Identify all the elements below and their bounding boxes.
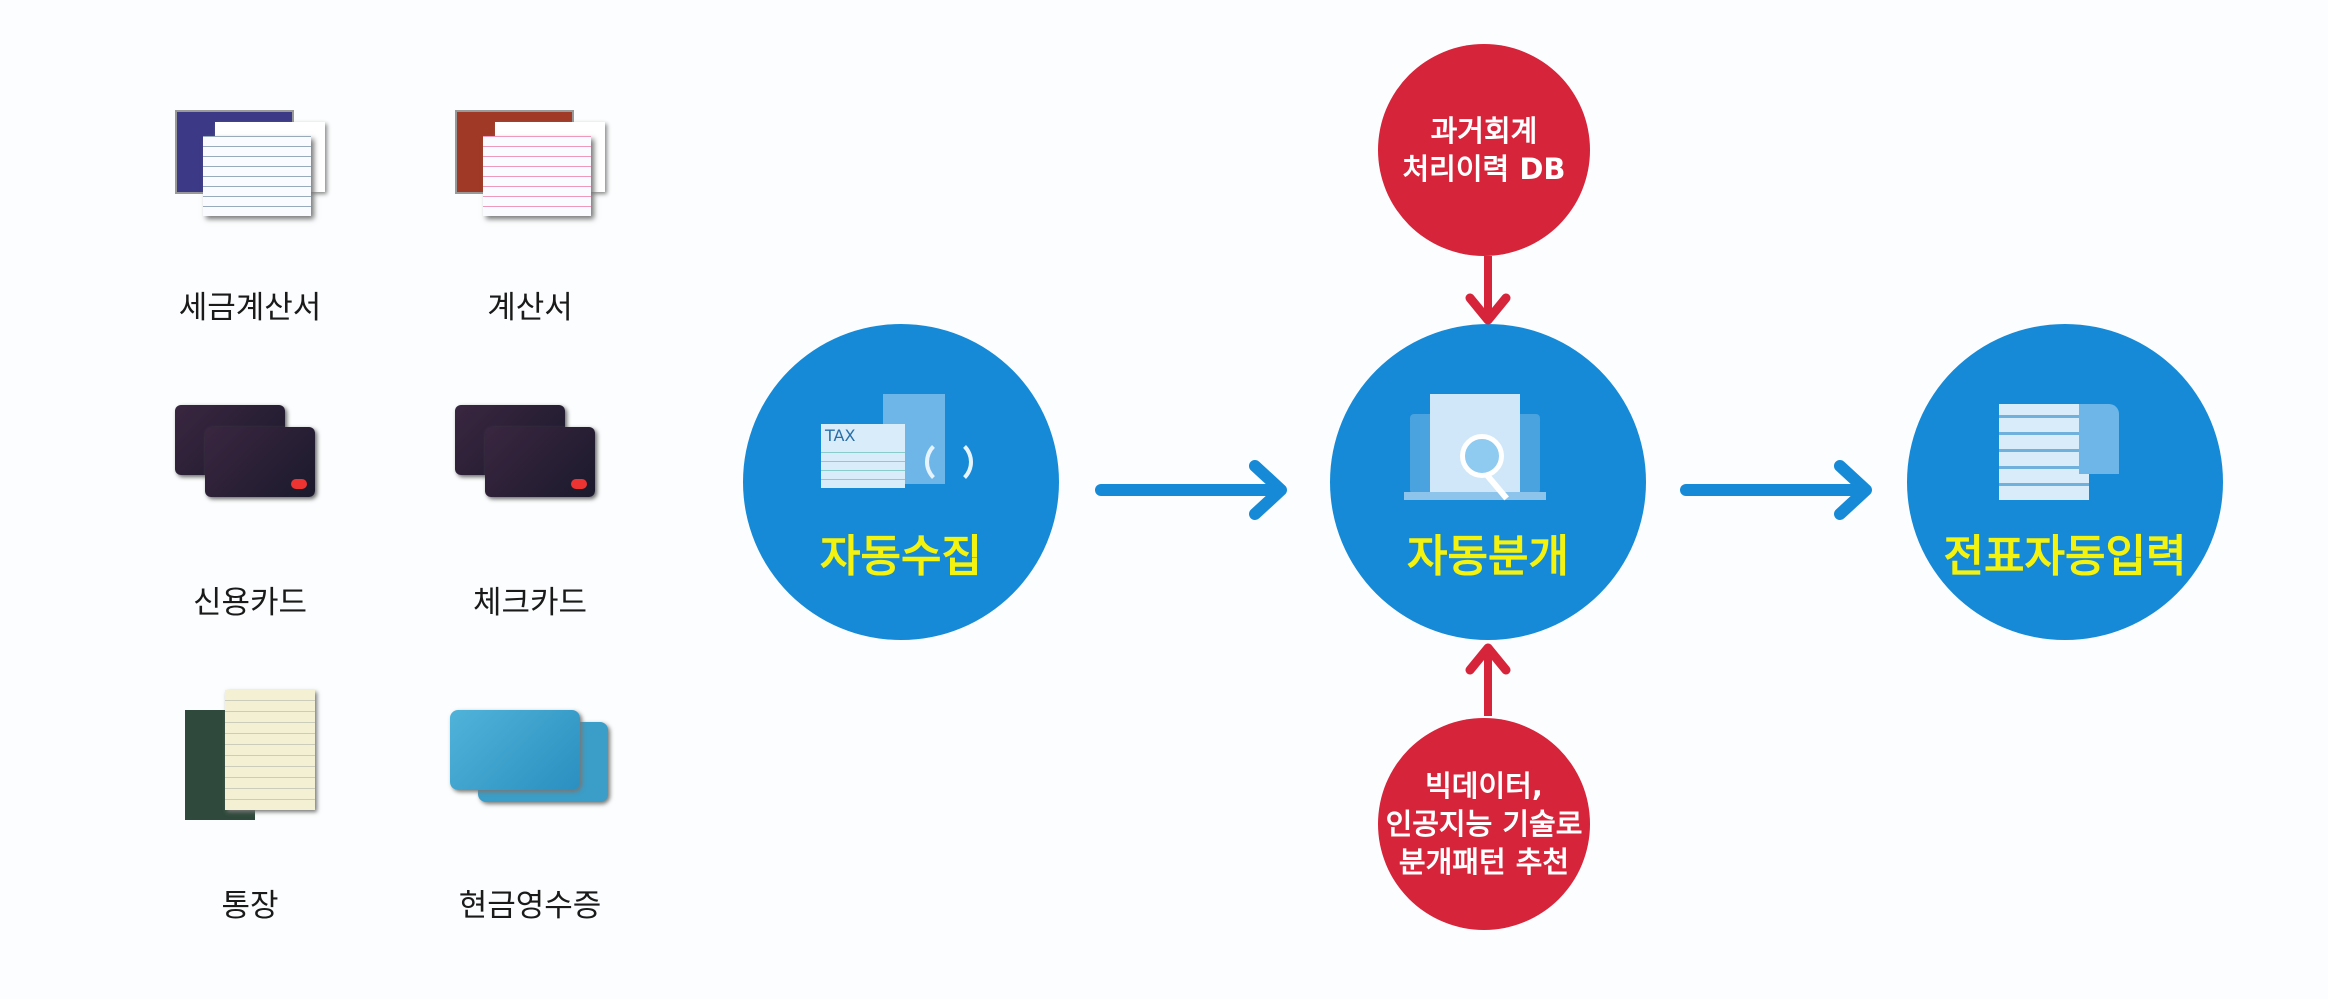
- step-auto-collect: TAX 자동수집: [743, 324, 1059, 640]
- tax-document-sync-icon: TAX: [821, 394, 981, 504]
- step-title: 자동분개: [1407, 531, 1569, 582]
- input-text: 분개패턴 추천: [1398, 845, 1570, 879]
- arrow-right-icon: [1095, 460, 1287, 520]
- source-label: 세금계산서: [178, 290, 322, 326]
- bankbook-icon: [175, 690, 325, 820]
- invoice-icon: [455, 110, 605, 220]
- step-title: 전표자동입력: [1943, 531, 2187, 582]
- laptop-search-icon: [1404, 394, 1570, 504]
- credit-card-icon: [175, 405, 325, 505]
- source-invoice: 계산서: [410, 110, 650, 340]
- arrow-down-icon: [1465, 256, 1511, 325]
- step-auto-journal: 자동분개: [1330, 324, 1646, 640]
- tax-invoice-icon: [175, 110, 325, 220]
- cash-receipt-icon: [450, 710, 610, 820]
- input-text: 과거회계: [1430, 114, 1538, 148]
- input-text: 인공지능 기술로: [1385, 807, 1583, 841]
- source-label: 현금영수증: [458, 888, 602, 924]
- step-auto-entry: 전표자동입력: [1907, 324, 2223, 640]
- tax-label: TAX: [821, 424, 905, 488]
- step-title: 자동수집: [820, 531, 982, 582]
- input-history-db: 과거회계 처리이력 DB: [1378, 44, 1590, 256]
- receipt-icon: [1999, 394, 2159, 504]
- source-label: 계산서: [487, 290, 573, 326]
- input-ai-recommend: 빅데이터, 인공지능 기술로 분개패턴 추천: [1378, 718, 1590, 930]
- arrow-up-icon: [1465, 643, 1511, 716]
- source-check-card: 체크카드: [410, 405, 650, 635]
- input-text: 빅데이터,: [1425, 769, 1543, 803]
- source-cash-receipt: 현금영수증: [410, 690, 650, 924]
- source-label: 통장: [221, 888, 279, 924]
- source-credit-card: 신용카드: [130, 405, 370, 635]
- input-text: 처리이력 DB: [1402, 152, 1566, 186]
- source-label: 체크카드: [472, 585, 588, 621]
- arrow-right-icon: [1680, 460, 1872, 520]
- source-tax-invoice: 세금계산서: [130, 110, 370, 340]
- source-label: 신용카드: [192, 585, 308, 621]
- source-bankbook: 통장: [130, 690, 370, 924]
- check-card-icon: [455, 405, 605, 505]
